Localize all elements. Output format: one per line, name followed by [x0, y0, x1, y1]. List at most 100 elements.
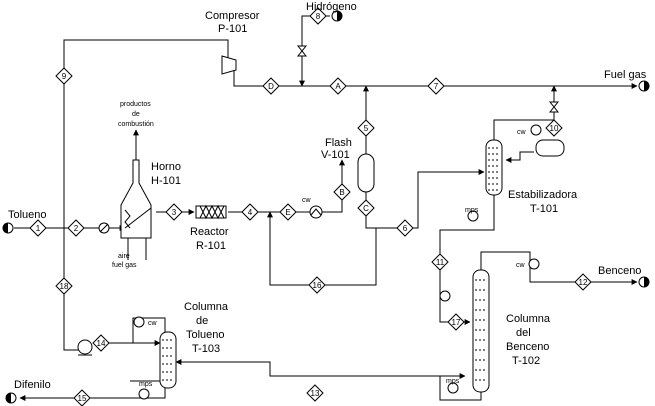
stream-1-tag: 1 — [29, 219, 47, 237]
stream-16-label: 16 — [313, 281, 322, 290]
stream-12-label: 12 — [579, 278, 588, 287]
stream-18-tag: 18 — [55, 277, 73, 295]
recycle-gas-line — [63, 39, 229, 243]
reactor-name: Reactor — [190, 226, 229, 238]
hydrogen-terminal-fill — [337, 11, 342, 21]
air-label: aire — [118, 253, 130, 260]
stream-6-label: 6 — [403, 224, 408, 233]
cw-toluene-label: cw — [148, 320, 158, 327]
stream-11-tag: 11 — [431, 253, 449, 271]
quench-line — [267, 211, 377, 286]
stream-E-label: E — [285, 208, 290, 217]
stream-7-tag: 7 — [427, 77, 445, 95]
toluene-column-line3: Tolueno — [186, 329, 225, 341]
flue-gas-label-3: combustión — [118, 121, 154, 128]
benzene-condenser — [528, 258, 540, 270]
stream-13-tag: 13 — [306, 384, 324, 402]
cw-cooler-label: cw — [302, 197, 312, 204]
diphenyl-terminal-fill — [6, 393, 11, 403]
stream-17-tag: 17 — [447, 313, 465, 331]
stream-4-tag: 4 — [241, 203, 259, 221]
reactor-effluent-cooler — [309, 205, 323, 219]
flash-name: Flash — [325, 137, 352, 149]
stream-D-label: D — [268, 82, 274, 91]
stream-13-label: 13 — [311, 389, 320, 398]
stream-16-tag: 16 — [308, 276, 326, 294]
stream-A-tag: A — [329, 77, 347, 95]
mps-toluene-label: mps — [139, 381, 153, 388]
stream-B-label: B — [339, 188, 344, 197]
reactor-symbol — [195, 205, 227, 219]
equipment — [2, 10, 650, 404]
flash-drum — [357, 153, 375, 193]
mps-benzene-label: mps — [446, 378, 460, 385]
stream-10-label: 10 — [550, 124, 559, 133]
benzene-terminal-fill — [644, 277, 649, 287]
toluene-pump — [77, 339, 93, 355]
furnace-inlets — [127, 238, 147, 260]
benzene-column — [472, 269, 490, 393]
furnace-name: Horno — [151, 161, 181, 173]
stream-E-tag: E — [279, 203, 297, 221]
toluene-trays — [162, 339, 174, 381]
furnace-coil-diagonal — [124, 207, 152, 229]
toluene-overhead-line — [132, 317, 166, 343]
stream-5-tag: 5 — [357, 119, 375, 137]
stream-1-label: 1 — [36, 224, 41, 233]
compressor-symbol — [221, 55, 237, 75]
feed-preheater-slash — [99, 223, 109, 233]
stream-C-label: C — [363, 204, 369, 213]
compressor-tag: P-101 — [218, 23, 247, 35]
toluene-reboiler — [138, 388, 150, 400]
stream-17-label: 17 — [452, 318, 461, 327]
diphenyl-label: Difenilo — [14, 379, 51, 391]
flue-gas-label-1: productos — [120, 101, 151, 108]
cw-benzene-label: cw — [516, 262, 526, 269]
furnace-symbol — [120, 159, 152, 239]
stream-14-label: 14 — [97, 339, 106, 348]
benzene-bottoms-line — [175, 359, 465, 377]
stream-8-label: 8 — [316, 12, 321, 21]
hydrogen-line — [299, 15, 330, 87]
flash-tag: V-101 — [321, 149, 350, 161]
vent-valve — [548, 101, 560, 113]
stabilizer-trays — [488, 147, 500, 191]
furnace-coil — [124, 209, 131, 229]
fuel-gas-header — [233, 70, 638, 89]
stream-14-tag: 14 — [92, 334, 110, 352]
stream-10-tag: 10 — [545, 119, 563, 137]
benzene-trays — [475, 279, 487, 381]
mps-stabilizer-label: mps — [465, 207, 479, 214]
stream-A-label: A — [335, 82, 341, 91]
stream-C-tag: C — [357, 199, 375, 217]
stream-4-label: 4 — [248, 208, 253, 217]
stream-3-label: 3 — [172, 208, 177, 217]
stream-B-tag: B — [333, 183, 351, 201]
stream-15-tag: 15 — [73, 389, 91, 406]
labels: Compresor P-101 Hidrógeno Fuel gas Flash… — [8, 1, 647, 391]
benzene-column-line3: Benceno — [506, 341, 549, 353]
fuel-gas-out-label: Fuel gas — [604, 69, 647, 81]
stabilizer-name: Estabilizadora — [508, 189, 578, 201]
benzene-reboiler — [447, 382, 459, 394]
fuel-gas-in-label: fuel gas — [112, 262, 137, 269]
hydrogen-valve — [296, 45, 308, 57]
cooler-zigzag — [310, 208, 322, 216]
fuel-gas-terminal-fill — [644, 81, 649, 91]
stream-9-label: 9 — [62, 72, 67, 81]
stream-2-label: 2 — [74, 224, 79, 233]
toluene-recycle-line — [63, 228, 80, 351]
stabilizer-tag: T-101 — [530, 203, 558, 215]
benzene-label: Benceno — [598, 265, 641, 277]
stream-tags: 1 2 3 4 5 6 7 8 — [29, 7, 592, 406]
stream-5-label: 5 — [364, 124, 369, 133]
stabilizer-condenser — [530, 124, 542, 136]
reactor-bed — [199, 204, 225, 220]
stream-9-tag: 9 — [55, 67, 73, 85]
stream-D-tag: D — [262, 77, 280, 95]
cw-stabilizer-label: cw — [517, 129, 527, 136]
stream-11-label: 11 — [436, 258, 445, 267]
stream-3-tag: 3 — [165, 203, 183, 221]
stream-6-tag: 6 — [396, 219, 414, 237]
